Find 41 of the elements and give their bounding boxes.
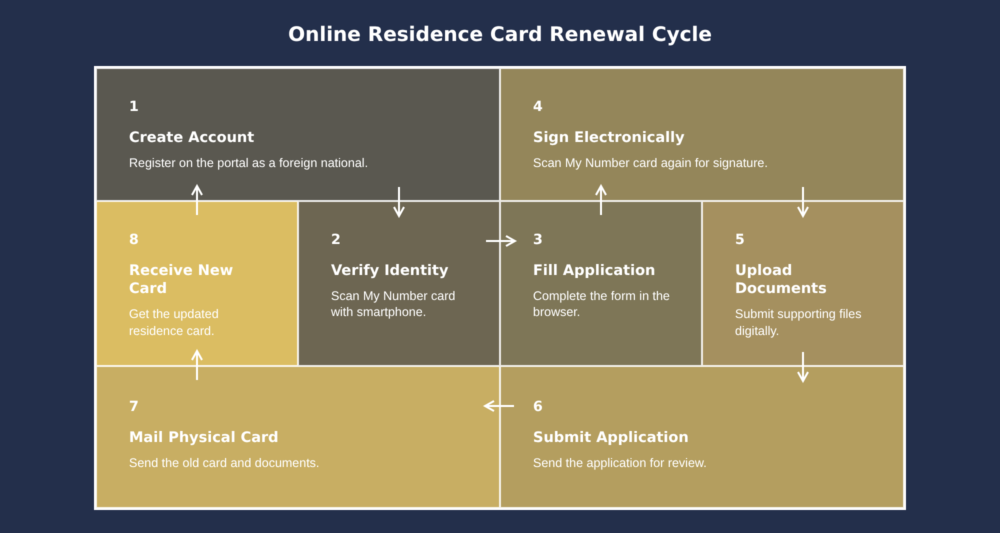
- step-description: Complete the form in the browser.: [533, 288, 671, 321]
- arrow: [393, 187, 405, 217]
- step-panel: [298, 201, 500, 366]
- step-description: Scan My Number card again for signature.: [533, 155, 768, 172]
- arrow: [486, 235, 516, 247]
- step-number: 8: [129, 232, 139, 248]
- step-number: 2: [331, 232, 341, 248]
- step-number: 3: [533, 232, 543, 248]
- step-title: Fill Application: [533, 262, 656, 280]
- step-number: 4: [533, 99, 543, 115]
- step-description: Send the application for review.: [533, 455, 707, 472]
- step-description: Send the old card and documents.: [129, 455, 320, 472]
- step-panel: [96, 201, 298, 366]
- arrow: [595, 185, 607, 215]
- step-title: Submit Application: [533, 429, 689, 448]
- step-panel: [96, 68, 500, 201]
- arrow: [797, 187, 809, 217]
- step-panel: [702, 201, 904, 366]
- step-title: Create Account: [129, 129, 254, 148]
- step-panel: [500, 366, 904, 508]
- step-number: 1: [129, 99, 139, 115]
- step-title: Verify Identity: [331, 262, 448, 280]
- step-title: Receive New Card: [129, 262, 234, 298]
- arrow: [484, 400, 514, 412]
- arrow: [191, 350, 203, 380]
- arrow: [797, 352, 809, 382]
- step-description: Submit supporting files digitally.: [735, 306, 862, 339]
- step-panel: [96, 366, 500, 508]
- step-number: 6: [533, 399, 543, 415]
- arrow: [191, 185, 203, 215]
- step-number: 7: [129, 399, 139, 415]
- step-title: Sign Electronically: [533, 129, 685, 148]
- step-title: Upload Documents: [735, 262, 828, 298]
- step-title: Mail Physical Card: [129, 429, 279, 448]
- step-panel: [500, 201, 702, 366]
- step-description: Scan My Number card with smartphone.: [331, 288, 456, 321]
- step-number: 5: [735, 232, 745, 248]
- step-description: Get the updated residence card.: [129, 306, 220, 339]
- diagram-title: Online Residence Card Renewal Cycle: [288, 22, 712, 46]
- step-panel: [500, 68, 904, 201]
- step-description: Register on the portal as a foreign national.: [129, 155, 368, 172]
